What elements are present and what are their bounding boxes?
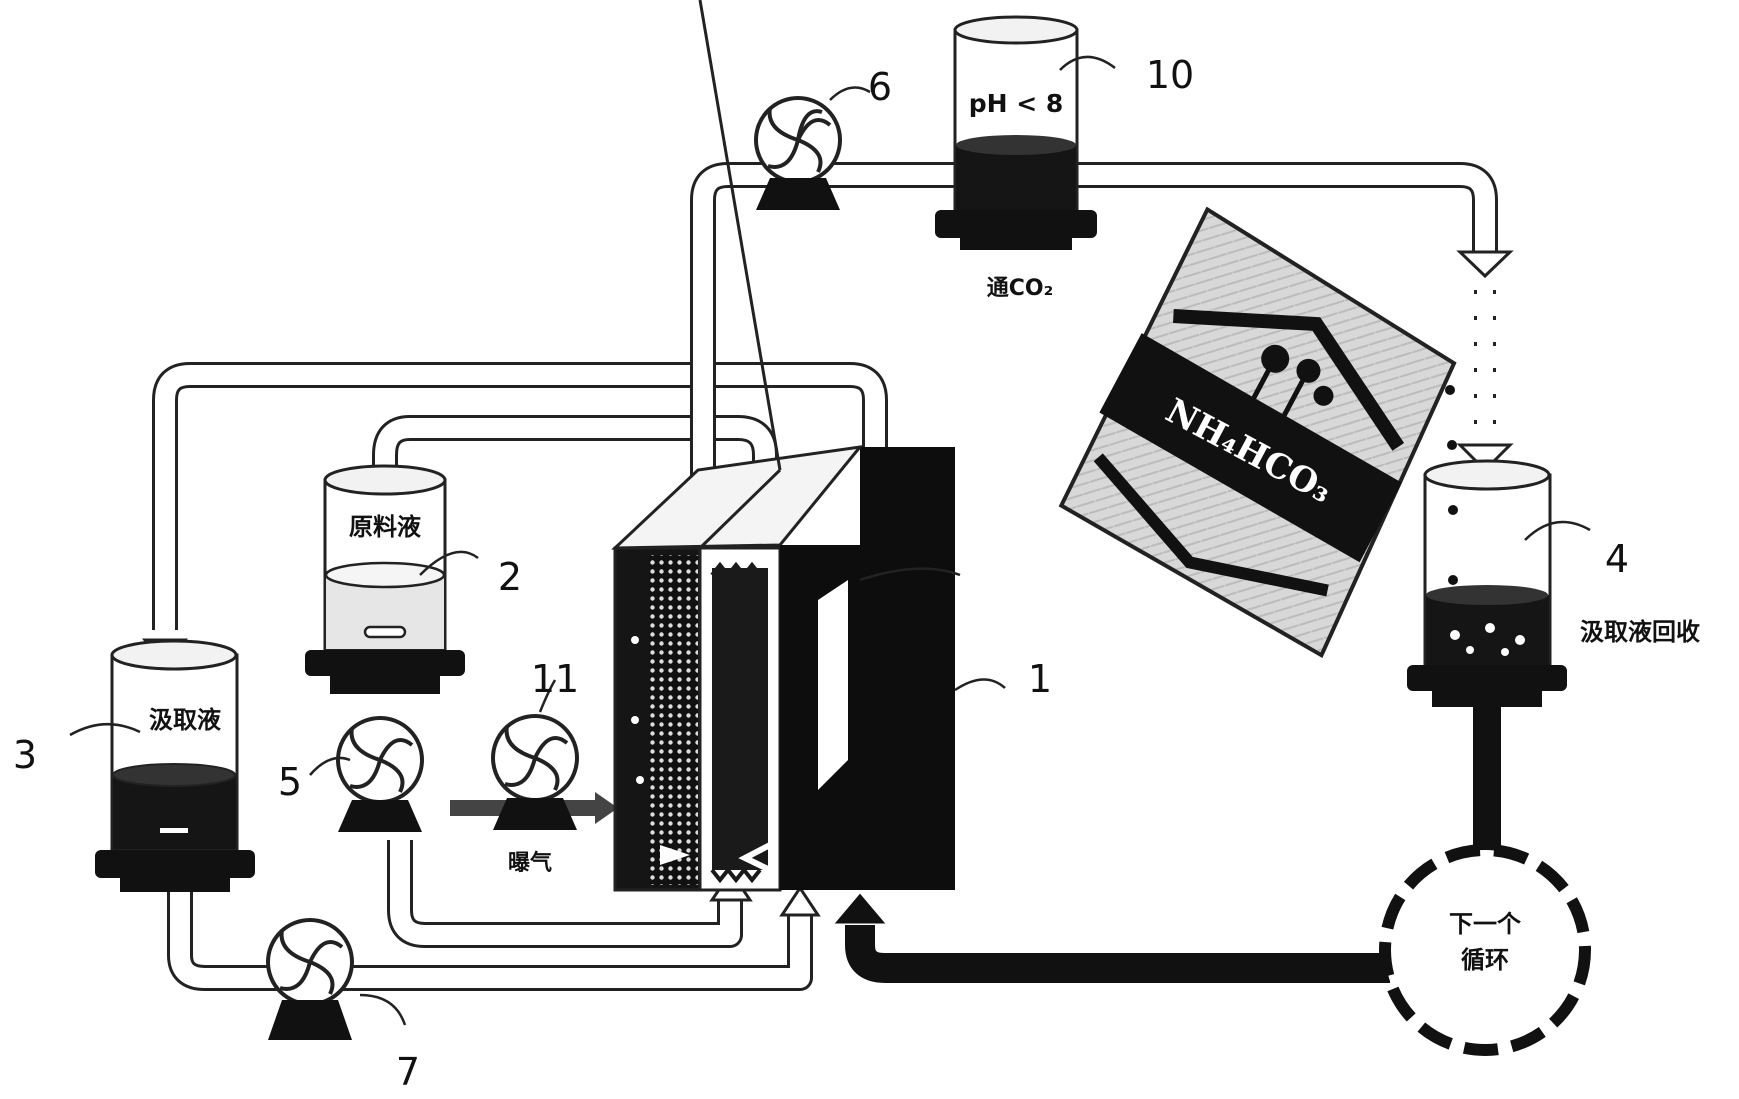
recovery-tank-label: 汲取液回收 <box>1580 618 1700 646</box>
co2-label: 通CO₂ <box>987 276 1053 301</box>
label-4: 4 <box>1605 537 1629 581</box>
next-cycle-node: 下一个 循环 <box>1379 844 1591 1056</box>
label-10: 10 <box>1146 53 1194 97</box>
label-6: 6 <box>868 65 892 109</box>
label-7: 7 <box>396 1050 420 1094</box>
label-5: 5 <box>278 760 302 804</box>
ph-condition: pH < 8 <box>969 89 1064 118</box>
co2-tank-10: pH < 8 通CO₂ <box>935 15 1097 301</box>
feed-tank-2: 原料液 <box>305 464 465 694</box>
pump-7 <box>266 918 354 1040</box>
pump-5 <box>336 716 424 832</box>
label-3: 3 <box>13 733 37 777</box>
aeration-label: 曝气 <box>508 850 552 876</box>
recovery-tank-4: 汲取液回收 <box>1407 385 1700 707</box>
callout-labels: 1 2 3 4 5 6 7 10 11 <box>13 53 1629 1094</box>
label-2: 2 <box>498 555 522 599</box>
label-11: 11 <box>531 657 579 701</box>
label-1: 1 <box>1028 657 1052 701</box>
pump-6 <box>754 96 842 210</box>
reactor-1 <box>611 0 955 892</box>
next-cycle-line1: 下一个 <box>1449 910 1522 938</box>
next-cycle-line2: 循环 <box>1461 946 1509 974</box>
draw-tank-3: 汲取液 <box>95 639 255 892</box>
draw-tank-label: 汲取液 <box>149 706 221 734</box>
feed-tank-label: 原料液 <box>349 513 421 541</box>
pump-11-aeration: 曝气 <box>491 714 579 876</box>
nh4hco3-bag: NH₄HCO₃ <box>1058 206 1457 659</box>
